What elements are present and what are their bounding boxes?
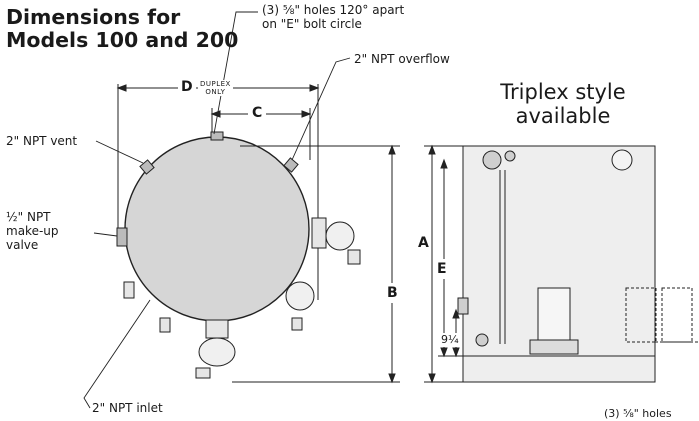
dimension-label-a: A [417,233,430,253]
arrow-e-bottom [440,347,448,358]
arrow-c-right [301,110,312,118]
side-fitting-left [482,150,502,170]
valve-assembly-body [311,217,327,249]
title-line-1: Dimensions for [6,5,181,29]
dimension-label-b: B [386,283,399,303]
leader-overflow [291,57,351,161]
duplex-note-line-2: ONLY [205,88,226,96]
tank-outline [124,136,310,322]
side-fitting-right [611,149,633,171]
bottom-outlet-flange [198,337,236,367]
arrow-b-top [388,144,396,155]
dimension-label-e: E [436,259,448,279]
callout-bottom-right-holes: (3) ⅝" holes [604,407,672,420]
arrow-d-right [309,84,320,92]
top-fitting [210,131,224,141]
callout-makeup-valve: ½" NPT make-up valve [6,210,59,252]
lower-left-fitting [123,281,135,299]
arrow-c-left [210,110,221,118]
side-motor [537,287,571,343]
bottom-outlet-neck [205,319,229,339]
side-pump [529,339,579,355]
arrow-b-bottom [388,373,396,384]
triplex-note-line-1: Triplex style [500,80,626,104]
side-lower-fitting [457,297,469,315]
callout-vent: 2" NPT vent [6,134,78,148]
leader-inlet [83,299,151,409]
dimension-label-9-quarter: 9¼ [441,333,459,347]
lower-right-stem [291,317,303,331]
top-view [116,84,400,384]
arrow-a-bottom [428,373,436,384]
triplex-note: Triplex style available [478,80,648,128]
arrow-d-left [116,84,127,92]
valve-assembly-stem [347,249,361,265]
overflow-fitting [283,157,299,173]
vent-fitting [139,159,155,175]
duplex-note-line-1: DUPLEX [200,80,231,88]
callout-makeup-line-3: valve [6,238,39,252]
callout-holes-line-2: on "E" bolt circle [262,17,362,31]
leader-vent [95,140,144,164]
arrow-9q-bottom [452,347,460,358]
duplex-only-note: DUPLEX ONLY [198,80,233,96]
dimension-label-d: D [178,79,196,95]
callout-inlet: 2" NPT inlet [92,401,163,415]
valve-assembly-head [325,221,355,251]
callout-makeup-line-1: ½" NPT [6,210,51,224]
arrow-9q-top [452,308,460,319]
callout-overflow: 2" NPT overflow [354,52,450,66]
lower-right-fitting [285,281,315,311]
title-line-2: Models 100 and 200 [6,28,239,52]
side-fitting-small [504,150,516,162]
side-view [424,144,699,384]
arrow-e-top [440,158,448,169]
arrow-a-top [428,144,436,155]
bottom-outlet-foot [195,367,211,379]
makeup-valve-body [116,227,128,247]
diagram-title: Dimensions for Models 100 and 200 [6,6,266,52]
side-lower-valve [475,333,489,347]
callout-holes-line-1: (3) ⅝" holes 120° apart [262,3,405,17]
callout-makeup-line-2: make-up [6,224,59,238]
duplex-motor-2 [661,287,693,343]
dimension-label-c: C [248,105,267,121]
triplex-note-line-2: available [515,104,611,128]
duplex-motor-1 [625,287,657,343]
leader-makeup [93,232,118,237]
inlet-fitting [159,317,171,333]
callout-holes: (3) ⅝" holes 120° apart on "E" bolt circ… [262,3,404,31]
